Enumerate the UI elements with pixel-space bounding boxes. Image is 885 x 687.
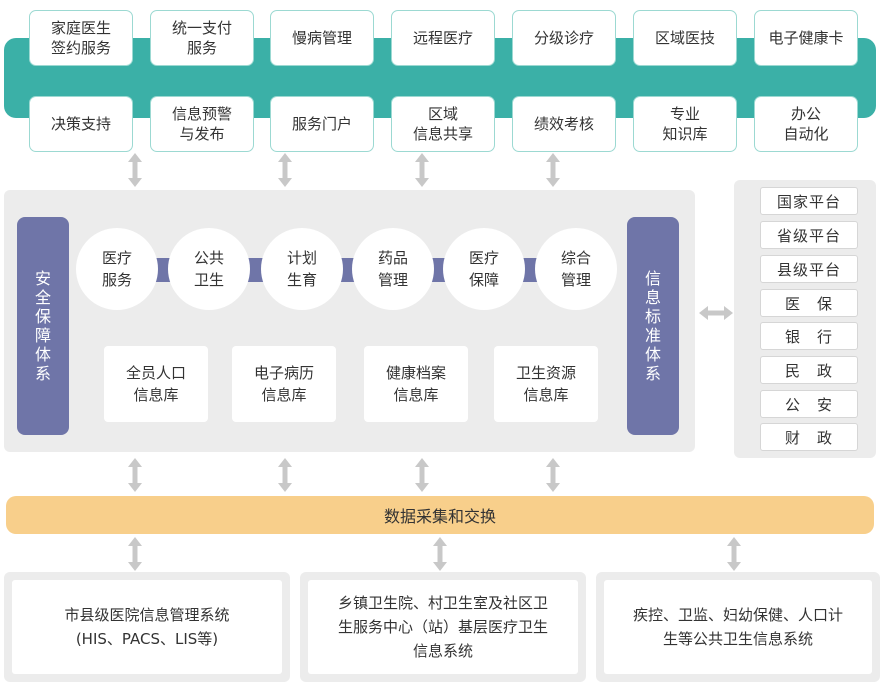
external-national-platform[interactable]: 国家平台 <box>760 187 858 215</box>
double-arrow-icon <box>546 458 560 492</box>
service-knowledge-base[interactable]: 专业 知识库 <box>633 96 737 152</box>
security-system-label: 安全保障体系 <box>35 269 52 383</box>
service-performance[interactable]: 绩效考核 <box>512 96 616 152</box>
external-county-platform[interactable]: 县级平台 <box>760 255 858 283</box>
service-early-warning[interactable]: 信息预警 与发布 <box>150 96 254 152</box>
service-unified-payment[interactable]: 统一支付 服务 <box>150 10 254 66</box>
service-telemedicine[interactable]: 远程医疗 <box>391 10 495 66</box>
business-drug-management[interactable]: 药品 管理 <box>352 228 434 310</box>
external-medical-insurance[interactable]: 医 保 <box>760 289 858 317</box>
security-system-bar: 安全保障体系 <box>17 217 69 435</box>
double-arrow-icon <box>415 153 429 187</box>
external-bank[interactable]: 银 行 <box>760 322 858 350</box>
double-arrow-icon <box>278 458 292 492</box>
service-portal[interactable]: 服务门户 <box>270 96 374 152</box>
db-health-resource[interactable]: 卫生资源 信息库 <box>494 346 598 422</box>
db-population[interactable]: 全员人口 信息库 <box>104 346 208 422</box>
system-primary-care[interactable]: 乡镇卫生院、村卫生室及社区卫 生服务中心（站）基层医疗卫生 信息系统 <box>308 580 578 674</box>
system-hospital[interactable]: 市县级医院信息管理系统 (HIS、PACS、LIS等) <box>12 580 282 674</box>
double-arrow-icon <box>546 153 560 187</box>
external-finance[interactable]: 财 政 <box>760 423 858 451</box>
business-public-health[interactable]: 公共 卫生 <box>168 228 250 310</box>
service-family-doctor[interactable]: 家庭医生 签约服务 <box>29 10 133 66</box>
db-emr[interactable]: 电子病历 信息库 <box>232 346 336 422</box>
double-arrow-icon <box>727 537 741 571</box>
service-office-automation[interactable]: 办公 自动化 <box>754 96 858 152</box>
business-medical-insurance[interactable]: 医疗 保障 <box>443 228 525 310</box>
double-arrow-icon <box>128 153 142 187</box>
service-regional-medtech[interactable]: 区域医技 <box>633 10 737 66</box>
service-info-sharing[interactable]: 区域 信息共享 <box>391 96 495 152</box>
business-family-planning[interactable]: 计划 生育 <box>261 228 343 310</box>
service-chronic-disease[interactable]: 慢病管理 <box>270 10 374 66</box>
data-exchange-band: 数据采集和交换 <box>6 496 874 534</box>
double-arrow-icon <box>433 537 447 571</box>
double-arrow-icon <box>128 537 142 571</box>
data-exchange-label: 数据采集和交换 <box>383 507 496 526</box>
business-comprehensive-mgmt[interactable]: 综合 管理 <box>535 228 617 310</box>
double-arrow-icon <box>278 153 292 187</box>
business-medical-service[interactable]: 医疗 服务 <box>76 228 158 310</box>
external-civil-affairs[interactable]: 民 政 <box>760 356 858 384</box>
double-arrow-horizontal-icon <box>699 306 733 320</box>
db-health-record[interactable]: 健康档案 信息库 <box>364 346 468 422</box>
service-tiered-diagnosis[interactable]: 分级诊疗 <box>512 10 616 66</box>
double-arrow-icon <box>128 458 142 492</box>
external-provincial-platform[interactable]: 省级平台 <box>760 221 858 249</box>
service-health-card[interactable]: 电子健康卡 <box>754 10 858 66</box>
service-decision-support[interactable]: 决策支持 <box>29 96 133 152</box>
double-arrow-icon <box>415 458 429 492</box>
system-public-health[interactable]: 疾控、卫监、妇幼保健、人口计 生等公共卫生信息系统 <box>604 580 872 674</box>
standard-system-bar: 信息标准体系 <box>627 217 679 435</box>
standard-system-label: 信息标准体系 <box>645 269 662 383</box>
external-public-security[interactable]: 公 安 <box>760 390 858 418</box>
